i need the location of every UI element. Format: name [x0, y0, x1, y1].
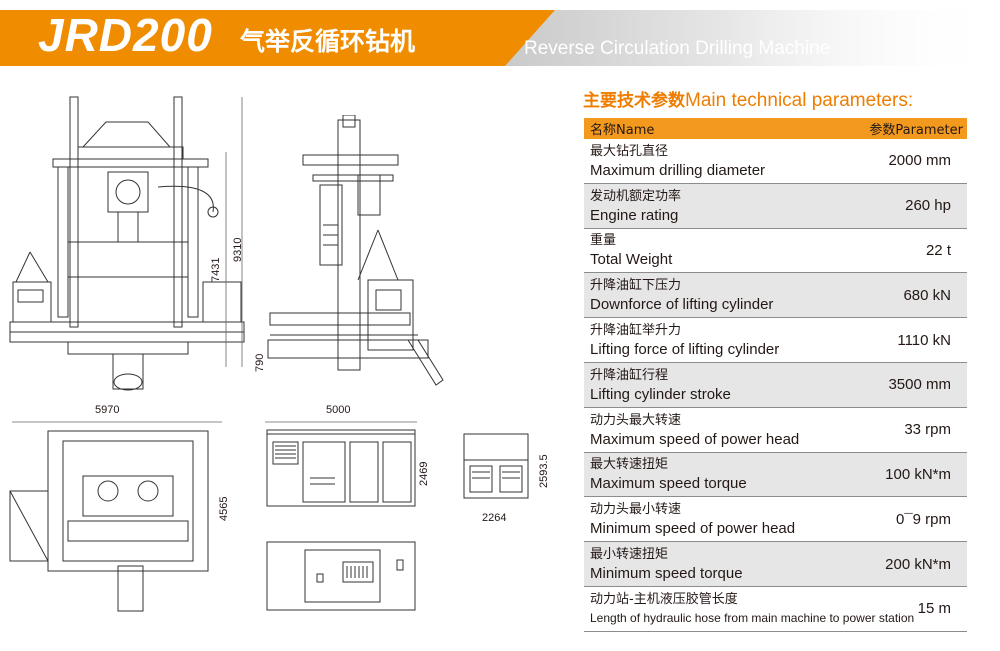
top-depth-label: 4565 — [218, 496, 230, 521]
row-name-en: Downforce of lifting cylinder — [590, 296, 774, 314]
banner-graphic — [0, 0, 1000, 66]
row-value: 0¯9 rpm — [896, 510, 951, 528]
end-height-label: 2593.5 — [538, 454, 550, 488]
side-view-drawing — [258, 115, 458, 405]
front-dimension-lines — [225, 97, 243, 367]
row-name-cn: 重量 — [590, 233, 617, 249]
row-name-en: Maximum speed of power head — [590, 430, 800, 448]
row-name-en: Maximum drilling diameter — [590, 161, 766, 179]
row-value: 1110 kN — [897, 331, 951, 349]
row-value: 100 kN*m — [885, 465, 951, 483]
row-name-cn: 最大钻孔直径 — [590, 143, 669, 159]
row-name-cn: 动力站-主机液压胶管长度 — [590, 591, 738, 607]
station-length-label: 5000 — [326, 404, 351, 416]
row-name-cn: 升降油缸下压力 — [590, 278, 682, 294]
table-row: 升降油缸行程 Lifting cylinder stroke 3500 mm — [584, 362, 967, 408]
row-name-en: Maximum speed torque — [590, 475, 747, 493]
row-name-en: Total Weight — [590, 251, 673, 269]
power-station-end-drawing — [460, 430, 532, 505]
table-header: 名称Name 参数Parameter — [584, 118, 967, 139]
title-chinese: 气举反循环钻机 — [240, 27, 416, 56]
row-name-cn: 升降油缸行程 — [590, 367, 669, 383]
row-value: 33 rpm — [904, 421, 951, 439]
table-row: 动力站-主机液压胶管长度 Length of hydraulic hose fro… — [584, 586, 967, 632]
model-name: JRD200 — [38, 9, 213, 61]
title-english: Reverse Circulation Drilling Machine — [524, 38, 831, 59]
table-row: 动力头最大转速 Maximum speed of power head 33 rp… — [584, 407, 967, 453]
row-name-cn: 最小转速扭矩 — [590, 547, 669, 563]
params-heading-en: Main technical parameters: — [685, 90, 914, 111]
row-name-cn: 发动机额定功率 — [590, 188, 682, 204]
row-name-en: Length of hydraulic hose from main machi… — [590, 610, 915, 625]
table-row: 最小转速扭矩 Minimum speed torque 200 kN*m — [584, 542, 967, 587]
station-height-label: 2469 — [418, 461, 430, 486]
top-width-label: 5970 — [95, 404, 120, 416]
row-name-en: Minimum speed torque — [590, 565, 743, 583]
row-value: 15 m — [917, 600, 951, 618]
row-name-en: Lifting cylinder stroke — [590, 385, 731, 403]
table-row: 最大钻孔直径 Maximum drilling diameter 2000 mm — [584, 139, 967, 184]
station-length-dimension — [265, 421, 417, 423]
row-name-en: Lifting force of lifting cylinder — [590, 341, 780, 359]
side-base-label: 790 — [254, 353, 266, 372]
end-width-label: 2264 — [482, 512, 507, 524]
top-width-dimension — [12, 421, 222, 423]
top-view-drawing — [8, 426, 213, 616]
row-value: 680 kN — [903, 286, 951, 304]
row-name-cn: 升降油缸举升力 — [590, 323, 682, 339]
table-row: 升降油缸下压力 Downforce of lifting cylinder 680… — [584, 273, 967, 319]
table-row: 动力头最小转速 Minimum speed of power head 0¯9 r… — [584, 497, 967, 543]
row-value: 3500 mm — [888, 376, 951, 394]
row-value: 260 hp — [905, 197, 951, 215]
banner-grey-band — [500, 10, 1000, 66]
row-name-en: Engine rating — [590, 206, 679, 224]
row-value: 200 kN*m — [885, 555, 951, 573]
row-value: 22 t — [925, 241, 951, 259]
row-value: 2000 mm — [888, 152, 951, 170]
power-station-top-drawing — [265, 540, 420, 615]
params-heading: 主要技术参数Main technical parameters: — [583, 86, 913, 112]
table-row: 发动机额定功率 Engine rating 260 hp — [584, 183, 967, 229]
header-banner: JRD200 气举反循环钻机 Reverse Circulation Drill… — [0, 0, 1000, 70]
power-station-side-drawing — [265, 428, 420, 513]
table-row: 最大转速扭矩 Maximum speed torque 100 kN*m — [584, 452, 967, 498]
row-name-cn: 动力头最大转速 — [590, 412, 682, 428]
table-row: 升降油缸举升力 Lifting force of lifting cylinder… — [584, 318, 967, 363]
params-heading-cn: 主要技术参数 — [583, 91, 685, 111]
col-param-header: 参数Parameter — [869, 123, 963, 138]
parameters-table: 名称Name 参数Parameter 最大钻孔直径 Maximum drillin… — [584, 118, 967, 632]
table-row: 重量 Total Weight 22 t — [584, 228, 967, 274]
row-name-cn: 最大转速扭矩 — [590, 457, 669, 473]
row-name-en: Minimum speed of power head — [590, 520, 796, 538]
row-name-cn: 动力头最小转速 — [590, 502, 682, 518]
front-view-drawing — [8, 92, 258, 392]
col-name-header: 名称Name — [590, 123, 655, 138]
banner-orange-band — [0, 10, 555, 66]
